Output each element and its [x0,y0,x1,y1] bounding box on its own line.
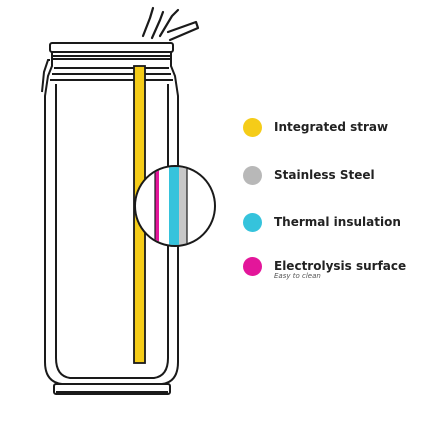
tumbler-lid [49,42,174,60]
legend-item-electrolysis-surface: Electrolysis surface Easy to clean [243,257,406,280]
cyan-dot-icon [243,213,262,232]
magnified-wall-layers-icon [134,165,216,247]
yellow-dot-icon [243,118,262,137]
legend-label: Stainless Steel [274,168,375,182]
straw-mouthpiece-icon [141,6,200,42]
magenta-dot-icon [243,257,262,276]
legend-label: Thermal insulation [274,215,401,229]
gray-dot-icon [243,166,262,185]
legend-item-integrated-straw: Integrated straw [243,118,388,137]
legend-item-stainless-steel: Stainless Steel [243,166,375,185]
legend-sublabel: Easy to clean [274,272,321,280]
legend-item-thermal-insulation: Thermal insulation [243,213,401,232]
legend-label: Integrated straw [274,120,389,134]
legend-label: Electrolysis surface [274,259,407,273]
tumbler-base [53,383,171,395]
